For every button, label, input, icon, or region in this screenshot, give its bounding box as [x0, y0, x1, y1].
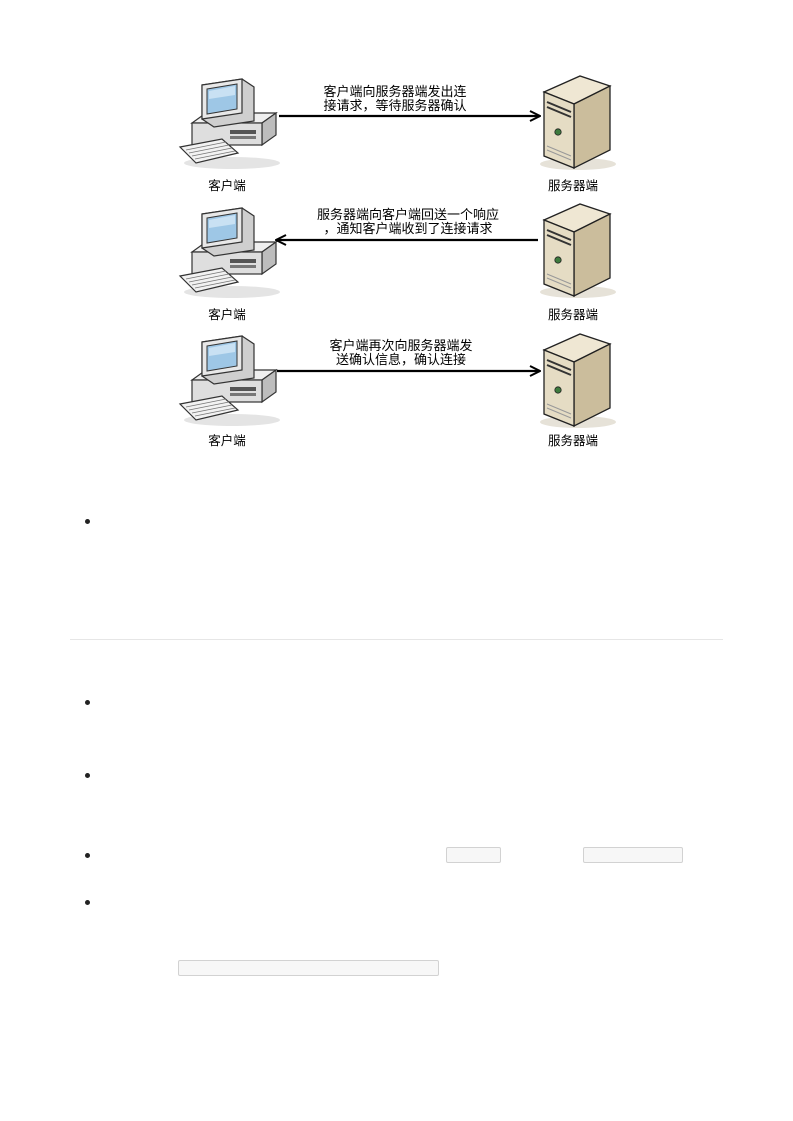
client-label: 客户端 [208, 178, 246, 193]
bullet-icon [85, 773, 90, 778]
step-1: 客户端向服务器端发出连 接请求，等待服务器确认 客户端 服务器端 [179, 75, 617, 193]
step-2: 服务器端向客户端回送一个响应 ，通知客户端收到了连接请求 客户端 服务器端 [179, 203, 617, 322]
bullet-icon [85, 900, 90, 905]
computer-icon [179, 207, 281, 299]
server-label: 服务器端 [548, 178, 598, 193]
step-caption-line: 客户端向服务器端发出连 [323, 84, 466, 100]
step-caption-line: 服务器端向客户端回送一个响应 [317, 207, 499, 223]
bullet-icon [85, 519, 90, 524]
server-icon [539, 203, 617, 299]
computer-icon [179, 335, 281, 427]
bullet-icon [85, 700, 90, 705]
computer-icon [179, 78, 281, 170]
section-divider [70, 639, 723, 640]
step-caption-line: 接请求，等待服务器确认 [323, 98, 466, 114]
inline-code-box [178, 960, 439, 976]
step-3: 客户端再次向服务器端发 送确认信息，确认连接 客户端 服务器端 [179, 333, 617, 448]
inline-code-box [446, 847, 501, 863]
step-caption-line: 送确认信息，确认连接 [336, 352, 466, 368]
bullet-icon [85, 853, 90, 858]
server-icon [539, 333, 617, 429]
server-icon [539, 75, 617, 171]
step-caption-line: ，通知客户端收到了连接请求 [323, 221, 492, 237]
tcp-handshake-diagram: 客户端向服务器端发出连 接请求，等待服务器确认 客户端 服务器端 服务器端向客户… [179, 75, 617, 448]
client-label: 客户端 [208, 307, 246, 322]
server-label: 服务器端 [548, 433, 598, 448]
step-caption-line: 客户端再次向服务器端发 [329, 338, 472, 354]
client-label: 客户端 [208, 433, 246, 448]
inline-code-box [583, 847, 683, 863]
server-label: 服务器端 [548, 307, 598, 322]
